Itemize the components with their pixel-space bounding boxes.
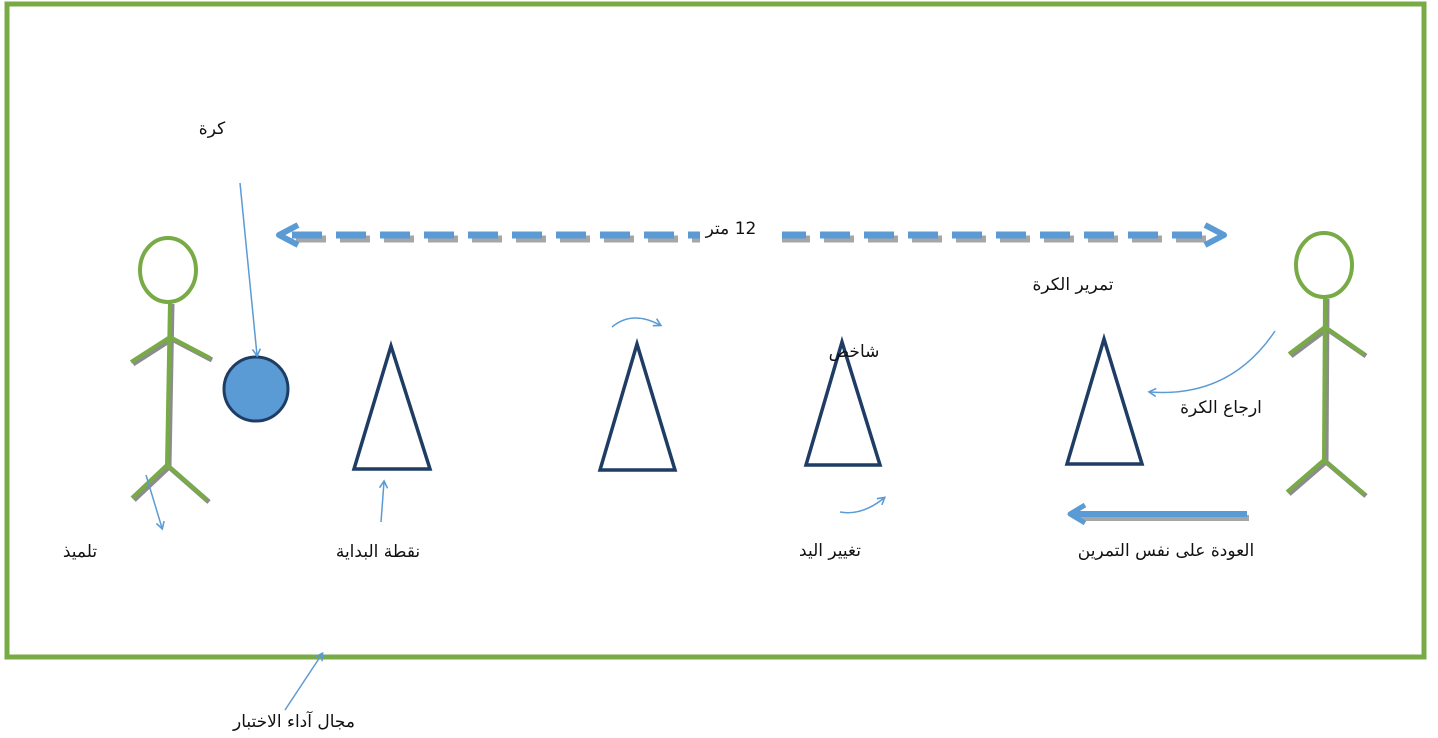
start-point-arrow xyxy=(378,479,389,523)
start-point-label: نقطة البداية xyxy=(336,542,420,562)
return-ball-label: ارجاع الكرة xyxy=(1180,398,1262,418)
student-move-arrow xyxy=(145,474,165,531)
turn-arrow-top xyxy=(611,317,663,328)
return-ball-arrow xyxy=(1147,330,1276,398)
distance-arrow-right-head xyxy=(1203,222,1227,248)
cone-2-icon xyxy=(597,337,678,472)
cone-label: شاخص xyxy=(829,342,880,362)
student-stick-figure-icon xyxy=(129,236,214,504)
distance-label: 12 متر xyxy=(705,219,757,239)
ball-circle-icon xyxy=(222,355,290,423)
ball-label-arrow xyxy=(239,182,262,358)
change-hand-arrow xyxy=(839,496,887,514)
pass-ball-label: تمرير الكرة xyxy=(1032,275,1113,295)
ball-label: كرة xyxy=(199,119,226,139)
cone-4-icon xyxy=(1064,332,1145,466)
change-hand-label: تغيير اليد xyxy=(799,541,861,561)
partner-stick-figure-icon xyxy=(1285,231,1368,498)
distance-arrow-left-head xyxy=(276,222,300,248)
student-label: تلميذ xyxy=(63,542,98,562)
test-area-label: مجال آداء الاختبار xyxy=(232,710,355,732)
cone-3-icon xyxy=(803,335,883,467)
test-area-arrow xyxy=(284,651,324,711)
test-field-border xyxy=(4,1,1427,660)
repeat-exercise-label: العودة على نفس التمرين xyxy=(1078,541,1254,561)
cone-1-icon xyxy=(351,340,433,471)
repeat-exercise-arrow xyxy=(1067,502,1249,526)
